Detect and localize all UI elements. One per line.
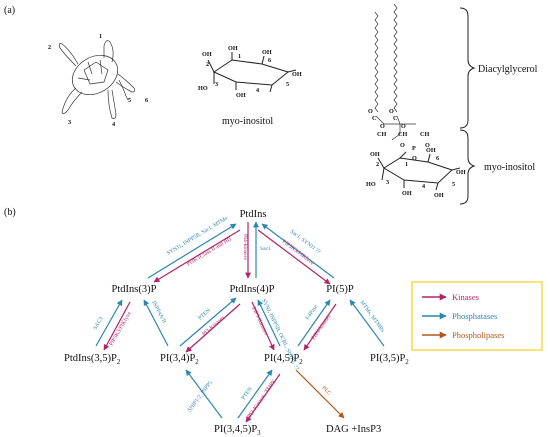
myo-inositol-structure [207, 52, 297, 93]
arrow-pi45p2-to-pi5p [297, 299, 331, 347]
arrow-pi45p2-to-dag [295, 369, 345, 419]
brace-label-myo-inositol: myo-inositol [484, 162, 535, 173]
lipid-oh-5b: OH [456, 169, 466, 176]
lipid-o-5: O [400, 142, 405, 149]
arrow-ptdins-to-pi5p [257, 229, 331, 285]
label-sac3: SAC3 [93, 316, 105, 331]
arrow-ptdins3p-to-ptdins35p2 [103, 301, 131, 351]
label-pi3-kinases-mid: PI3-Kinases [201, 315, 226, 337]
label-plc: PLC [321, 385, 333, 397]
node-pi5p: PI(5)P [326, 284, 354, 295]
brace-label-diacylglycerol: Diacylglycerol [478, 64, 538, 75]
panel-b-label: (b) [4, 207, 16, 218]
inositol-oh-5: OH [292, 71, 302, 78]
lipid-oh-2: OH [370, 151, 380, 158]
arrow-pi35p2-to-pi5p [349, 299, 385, 347]
arrow-ptdins4p-to-pi34p2 [185, 303, 241, 353]
legend-kinases: Kinases [452, 292, 479, 302]
lipid-c-1: C [372, 115, 376, 122]
arrow-pi5p-to-pi45p2 [303, 303, 337, 351]
arrow-ptdins3p-to-ptdins [147, 223, 237, 279]
node-dag-insp3: DAG +InsP3 [326, 424, 381, 435]
inositol-num-2: 2 [206, 61, 209, 68]
lipid-ho-3: HO [366, 181, 376, 188]
inositol-num-1: 1 [238, 53, 241, 60]
arrow-ptdins4p-to-pi45p2 [251, 301, 275, 351]
inositol-oh-2: OH [202, 51, 212, 58]
lipid-p: P [412, 145, 416, 152]
turtle-label-1: 1 [99, 33, 102, 40]
node-pi34p2: PI(3,4)P2 [160, 353, 199, 366]
node-ptdins3p: PtdIns(3)P [112, 284, 157, 295]
legend: Kinases Phosphatases Phospholipases [411, 281, 543, 351]
lipid-ch-2: CH [398, 131, 407, 138]
lipid-o-4: O [401, 123, 406, 130]
turtle-label-2: 2 [48, 44, 51, 51]
arrow-pi345p3-to-pi45p2 [237, 369, 273, 419]
lipid-oh-6: OH [426, 147, 436, 154]
lipid-ch-3: CH [420, 131, 429, 138]
panel-a-label: (a) [4, 5, 15, 16]
arrow-pi5p-to-ptdins [261, 223, 335, 279]
inositol-num-3: 3 [215, 81, 218, 88]
lipid-num-3: 3 [386, 179, 389, 186]
label-ship12: SHIP1/2, INPP5 [187, 380, 214, 413]
label-pip5k3-pikfyve: PIP5K3/PIKfyve [108, 310, 133, 347]
arrow-ptdins-to-ptdins3p [153, 229, 241, 283]
lipid-tails [374, 3, 416, 141]
inositol-oh-1: OH [228, 45, 238, 52]
node-pi345p3: PI(3,4,5)P3 [214, 424, 261, 437]
brace-diacylglycerol [459, 7, 476, 129]
lipid-o-3: O [389, 108, 394, 115]
arrow-ptdins35p2-to-ptdins3p [95, 299, 123, 347]
arrow-pi34p2-to-ptdins3p [143, 299, 169, 347]
lipid-c-2: C [393, 115, 397, 122]
lipid-num-5: 5 [452, 181, 455, 188]
label-sac1: Sac1 [260, 246, 271, 252]
lipid-inositol-ring [377, 151, 461, 191]
lipid-num-4: 4 [422, 183, 425, 190]
brace-myo-inositol [459, 129, 476, 205]
inositol-oh-4: OH [236, 92, 246, 99]
label-pip4-kinases: PIP4-kinases [311, 314, 333, 341]
node-pi45p2: PI(4,5)P2 [264, 353, 303, 366]
node-ptdins4p: PtdIns(4)P [230, 284, 275, 295]
legend-phospholipases: Phospholipases [452, 330, 504, 340]
inositol-num-6: 6 [268, 57, 271, 64]
lipid-o-2: O [380, 123, 385, 130]
lipid-ch-1: CH [377, 131, 386, 138]
inositol-ho-3: HO [198, 85, 208, 92]
inositol-oh-6: OH [262, 49, 272, 56]
label-synj1-inpp5b: SYNJ1, INPP5B, Sac1, MTMs [166, 216, 229, 257]
lipid-o-1: O [368, 108, 373, 115]
arrow-pi34p2-to-ptdins4p [179, 297, 237, 347]
lipid-oh-4: OH [402, 190, 412, 197]
turtle-drawing [58, 40, 136, 119]
lipid-num-6: 6 [436, 155, 439, 162]
lipid-num-2: 2 [376, 161, 379, 168]
inositol-num-5: 5 [286, 81, 289, 88]
label-pten-1: PTEN [197, 308, 211, 322]
inositol-num-4: 4 [256, 87, 259, 94]
lipid-oh-5a: OH [434, 192, 444, 199]
inositol-caption: myo-inositol [222, 116, 273, 127]
lipid-o-6: O [425, 142, 430, 149]
label-pi4-kinases: PI4-kinases [242, 234, 248, 260]
turtle-label-4: 4 [112, 121, 115, 128]
turtle-label-5: 5 [128, 97, 131, 104]
arrow-pi345p3-to-pi34p2 [185, 369, 223, 419]
node-ptdins35p2: PtdIns(3,5)P2 [64, 353, 121, 366]
arrow-pi45p2-to-pi345p3 [245, 373, 281, 423]
lipid-o-7: O [412, 155, 417, 162]
arrow-pi45p2-to-ptdins4p [257, 299, 281, 347]
turtle-label-3: 3 [68, 119, 71, 126]
node-pi35p2: PI(3,5)P2 [370, 353, 409, 366]
node-ptdins: PtdIns [240, 209, 267, 220]
turtle-label-6: 6 [145, 97, 148, 104]
label-inpp4ab: INPP4A/B [150, 300, 167, 324]
lipid-num-1: 1 [405, 161, 408, 168]
legend-phosphatases: Phosphatases [452, 311, 497, 321]
